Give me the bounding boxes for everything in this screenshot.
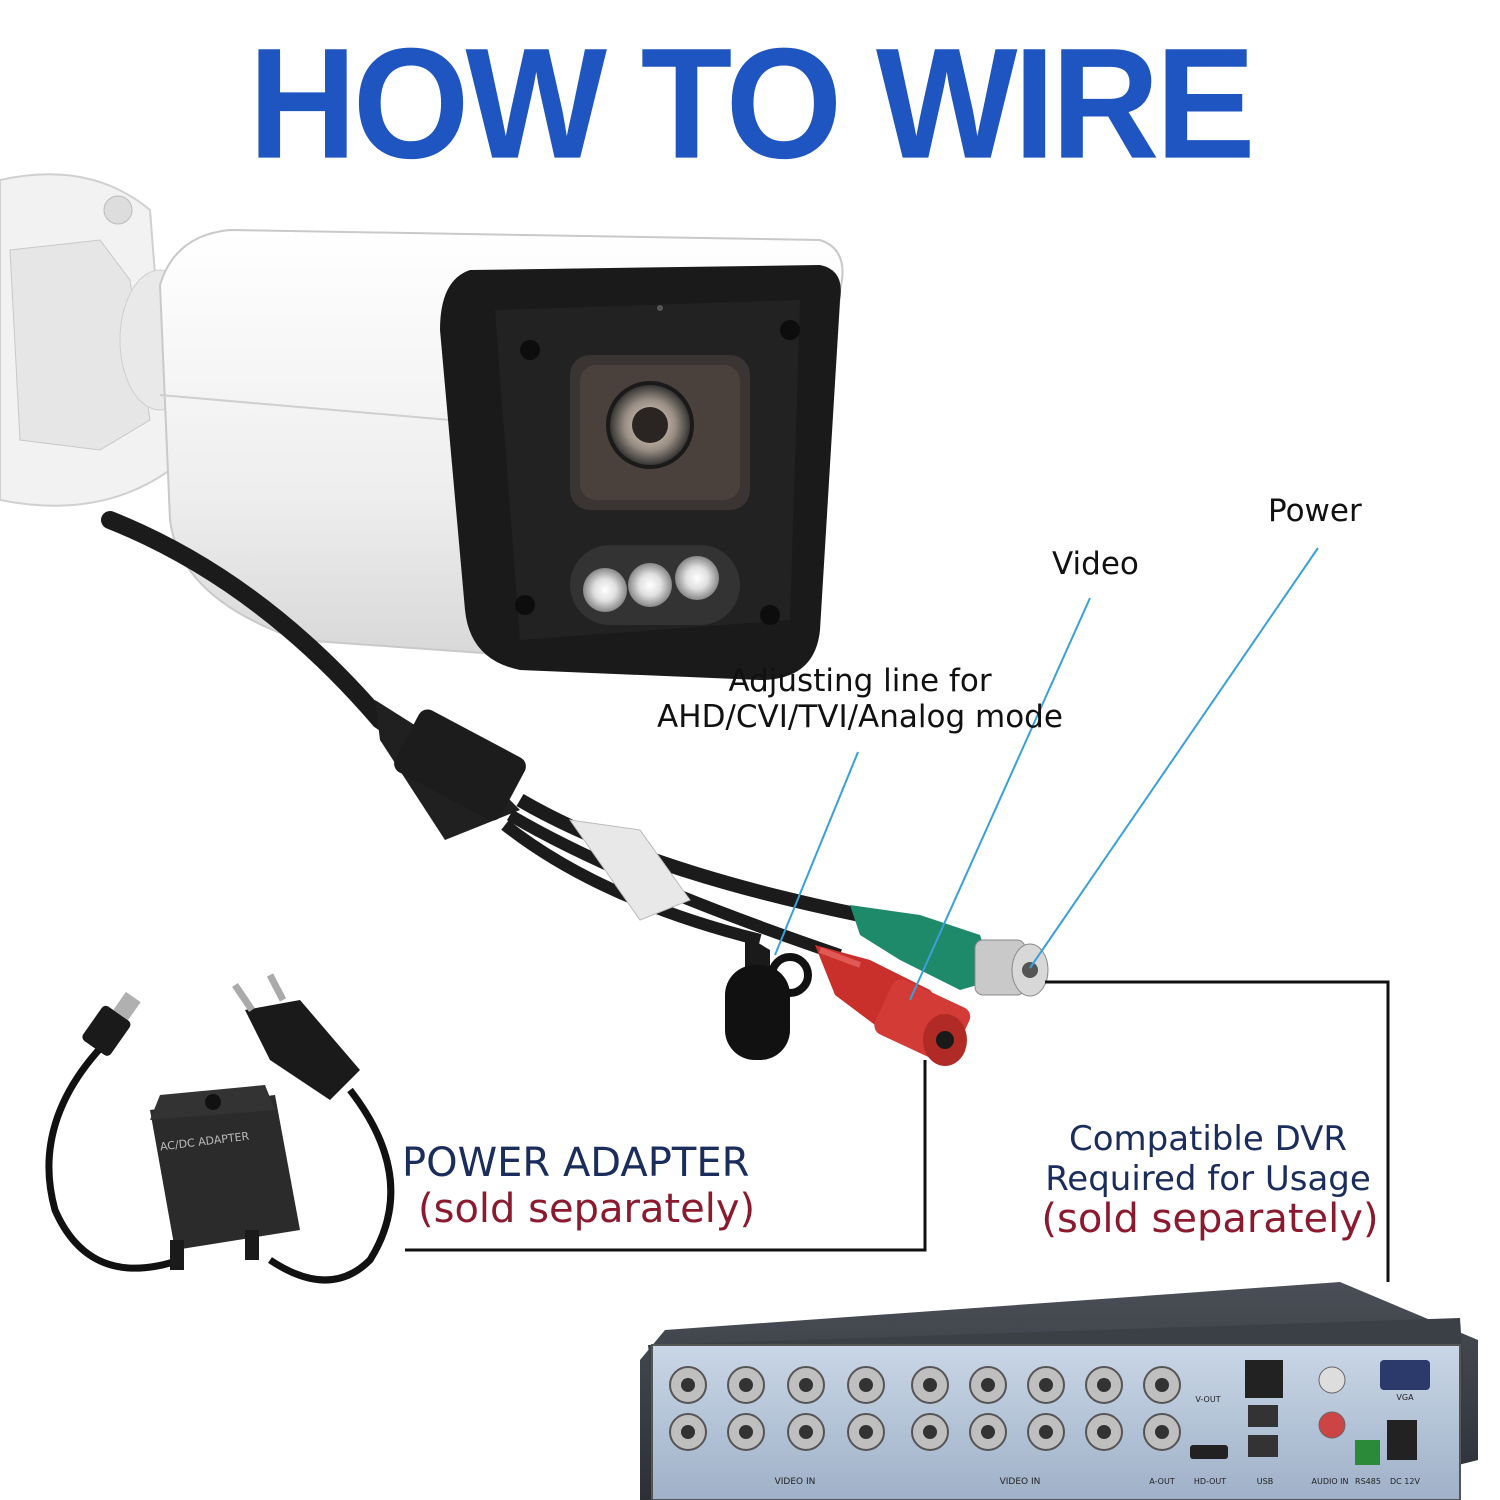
- label-adjusting-line-1: Adjusting line for: [728, 663, 992, 699]
- adjust-line-connector: [725, 935, 812, 1060]
- dvr-label-rs485: RS485: [1355, 1477, 1381, 1486]
- bnc-port-pin: [981, 1425, 995, 1439]
- power-adapter-note: (sold separately): [418, 1186, 756, 1232]
- dvr-recorder: VIDEO IN VIDEO IN V-OUT A-OUT HD-OUT USB…: [640, 1282, 1478, 1500]
- video-bnc-connector: [850, 905, 1049, 997]
- bnc-port-pin: [1097, 1378, 1111, 1392]
- dvr-bnc-ports: [669, 1366, 1181, 1451]
- dvr-label-hd-out: HD-OUT: [1194, 1477, 1226, 1486]
- bnc-port-pin: [739, 1378, 753, 1392]
- label-power: Power: [1268, 493, 1362, 529]
- bnc-port-pin: [1039, 1425, 1053, 1439]
- dvr-label-v-out: V-OUT: [1195, 1395, 1220, 1404]
- bnc-port-pin: [681, 1425, 695, 1439]
- dvr-label-video-in-left: VIDEO IN: [775, 1477, 816, 1487]
- connection-lines: [405, 980, 1390, 1282]
- label-adjusting-line-2: AHD/CVI/TVI/Analog mode: [657, 698, 1063, 735]
- bnc-port-pin: [859, 1378, 873, 1392]
- label-adjusting-line: Adjusting line for AHD/CVI/TVI/Analog mo…: [630, 663, 1090, 735]
- power-adapter-title: POWER ADAPTER: [402, 1140, 750, 1186]
- dvr-label-usb: USB: [1257, 1477, 1273, 1486]
- dvr-label-video-in-right: VIDEO IN: [1000, 1477, 1041, 1487]
- page-title: HOW TO WIRE: [248, 14, 1255, 192]
- dvr-label-audio-in: AUDIO IN: [1311, 1477, 1348, 1486]
- dvr-title-line-1: Compatible DVR: [1068, 1119, 1348, 1159]
- bnc-port-pin: [739, 1425, 753, 1439]
- bnc-port-pin: [923, 1378, 937, 1392]
- dvr-note: (sold separately): [1041, 1196, 1379, 1242]
- bnc-port-pin: [1155, 1425, 1169, 1439]
- label-pointer-lines: [774, 547, 1319, 1001]
- power-connector: [815, 945, 971, 1066]
- dvr-label-dc12v: DC 12V: [1390, 1477, 1420, 1486]
- dvr-label-vga: VGA: [1396, 1393, 1414, 1402]
- bnc-port-pin: [923, 1425, 937, 1439]
- dvr-title: Compatible DVR Required for Usage: [1028, 1119, 1388, 1199]
- bnc-port-pin: [1039, 1378, 1053, 1392]
- bnc-port-pin: [1155, 1378, 1169, 1392]
- camera-cable: [101, 511, 862, 961]
- dvr-title-line-2: Required for Usage: [1045, 1159, 1371, 1199]
- bnc-port-pin: [859, 1425, 873, 1439]
- bnc-port-pin: [799, 1378, 813, 1392]
- bullet-camera: [158, 228, 844, 680]
- bnc-port-pin: [681, 1378, 695, 1392]
- bnc-port-pin: [799, 1425, 813, 1439]
- dvr-label-a-out: A-OUT: [1149, 1477, 1175, 1486]
- bnc-port-pin: [981, 1378, 995, 1392]
- power-adapter: AC/DC ADAPTER: [45, 973, 395, 1284]
- bnc-port-pin: [1097, 1425, 1111, 1439]
- label-video: Video: [1052, 546, 1139, 582]
